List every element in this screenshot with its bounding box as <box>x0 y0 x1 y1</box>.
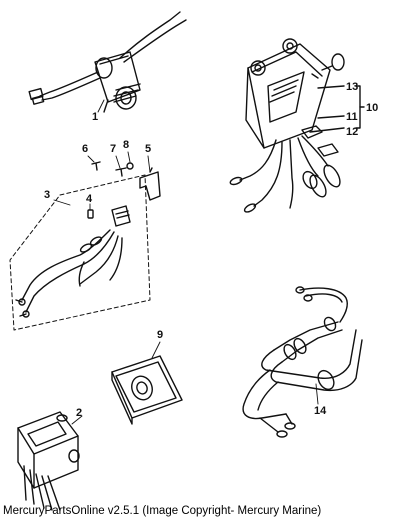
part-2-switch-box <box>17 411 80 511</box>
footer-caption: MercuryPartsOnline v2.5.1 (Image Copyrig… <box>3 505 322 517</box>
callout-6: 6 <box>82 143 88 155</box>
callout-3: 3 <box>44 189 50 201</box>
callout-14: 14 <box>314 405 327 417</box>
part-10-module-assembly <box>229 38 365 213</box>
callout-7: 7 <box>110 143 116 155</box>
leader-lines <box>53 99 319 425</box>
callout-11: 11 <box>346 111 358 123</box>
part-1-trigger-assembly <box>28 11 187 113</box>
part-9-cover-plate <box>111 355 183 425</box>
callout-9: 9 <box>157 329 163 341</box>
part-14-extension-harness <box>242 286 363 438</box>
part-3-harness-box <box>9 174 151 331</box>
small-hardware-group <box>87 161 161 219</box>
callout-4: 4 <box>86 193 93 205</box>
callout-13: 13 <box>346 81 358 93</box>
callout-5: 5 <box>145 143 151 155</box>
callout-12: 12 <box>346 126 358 138</box>
callout-2: 2 <box>76 407 82 419</box>
callout-10: 10 <box>366 102 378 114</box>
callout-labels: 1 2 3 4 5 6 7 8 9 10 11 12 13 14 <box>44 81 378 419</box>
callout-8: 8 <box>123 139 129 151</box>
callout-1: 1 <box>92 111 98 123</box>
